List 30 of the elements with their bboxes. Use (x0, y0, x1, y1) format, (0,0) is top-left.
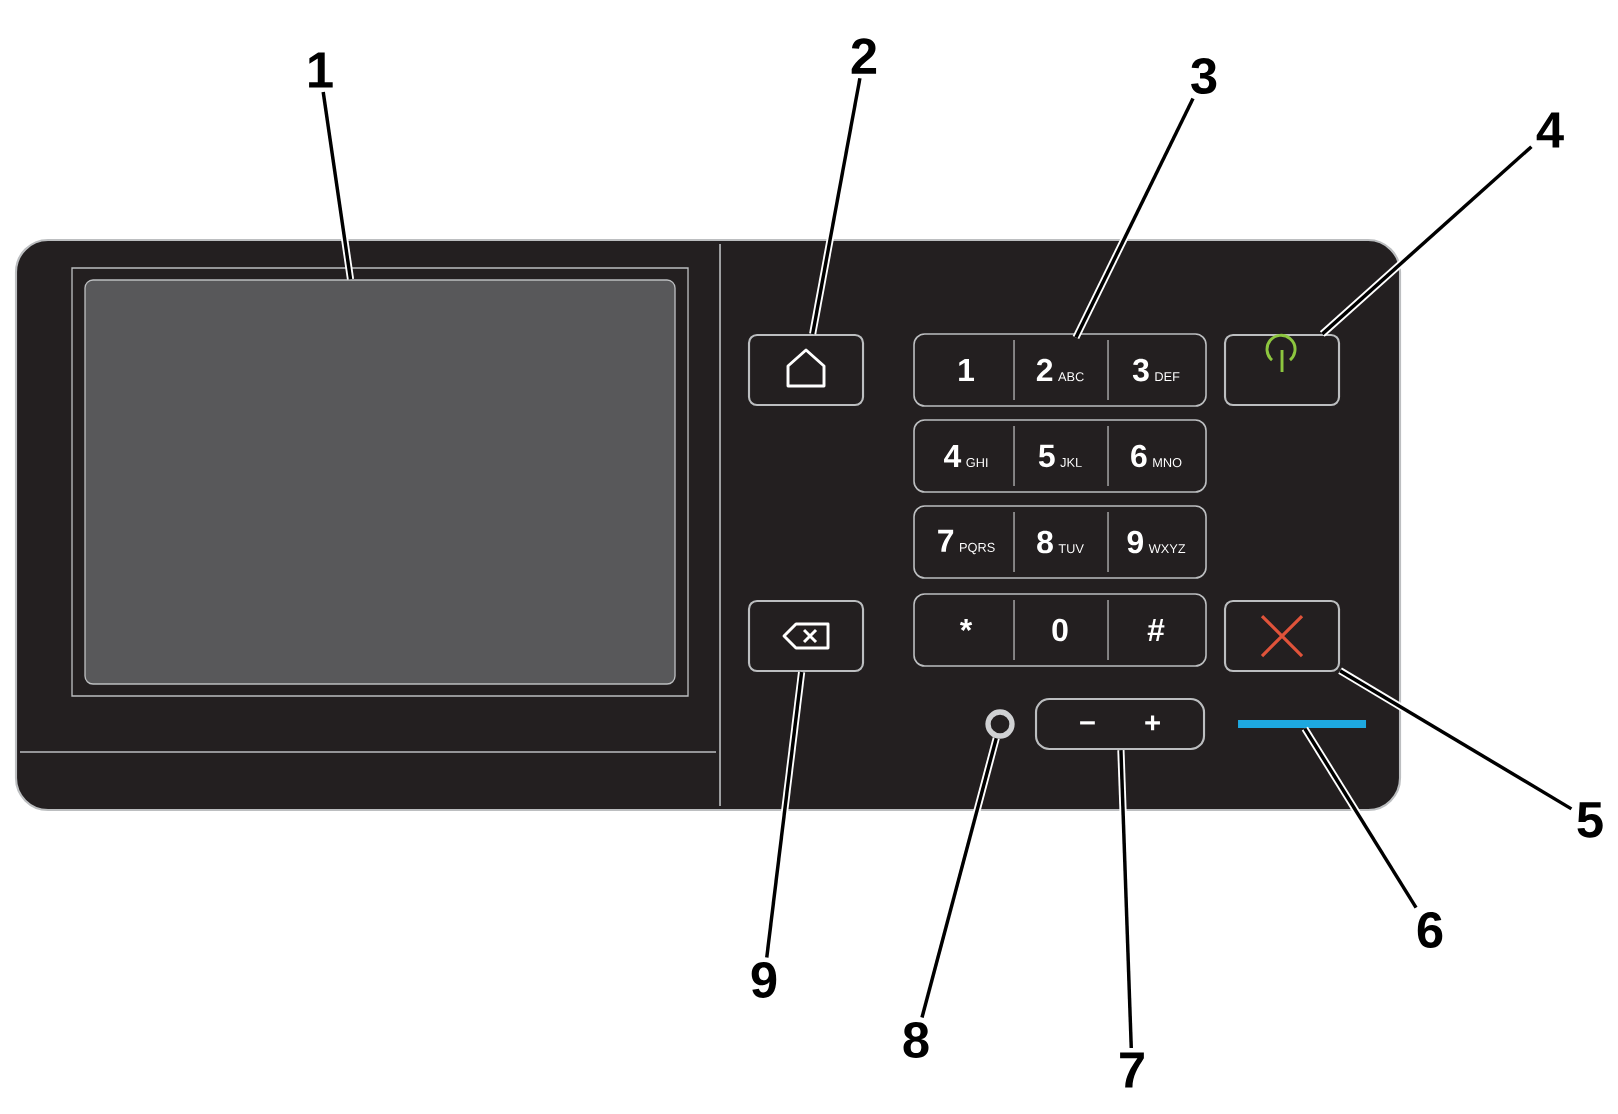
leader-line (1072, 96, 1197, 340)
keypad-key: # (1147, 619, 1165, 641)
volume-buttons: − + (1034, 697, 1206, 751)
backspace-button (747, 599, 865, 673)
leader-line (1338, 667, 1574, 812)
leader-line (809, 77, 864, 335)
callout-number: 3 (1191, 58, 1217, 94)
leader-line (319, 91, 355, 280)
keypad-key: 1 (959, 359, 974, 381)
callout-number: 5 (1577, 802, 1603, 838)
display-screen (84, 279, 676, 685)
home-button (747, 333, 865, 407)
keypad-key: 0 (1052, 618, 1068, 642)
headphone-jack (985, 709, 1015, 739)
callout-number: 9 (751, 962, 777, 998)
leader-line (918, 737, 1000, 1019)
leader-line (1301, 726, 1420, 910)
callout-number: 8 (903, 1022, 929, 1058)
cancel-button (1223, 599, 1341, 673)
callout-number: 6 (1417, 912, 1443, 948)
callout-number: 4 (1536, 112, 1564, 148)
leader-line (1319, 144, 1534, 337)
callout-number: 1 (309, 52, 333, 88)
callout-number: 7 (1120, 1052, 1144, 1088)
keypad-key: * (959, 619, 973, 631)
power-button (1223, 333, 1341, 407)
callout-number: 2 (851, 38, 877, 74)
indicator-light (1238, 720, 1366, 728)
leader-line (1117, 749, 1135, 1049)
leader-line (763, 671, 806, 958)
